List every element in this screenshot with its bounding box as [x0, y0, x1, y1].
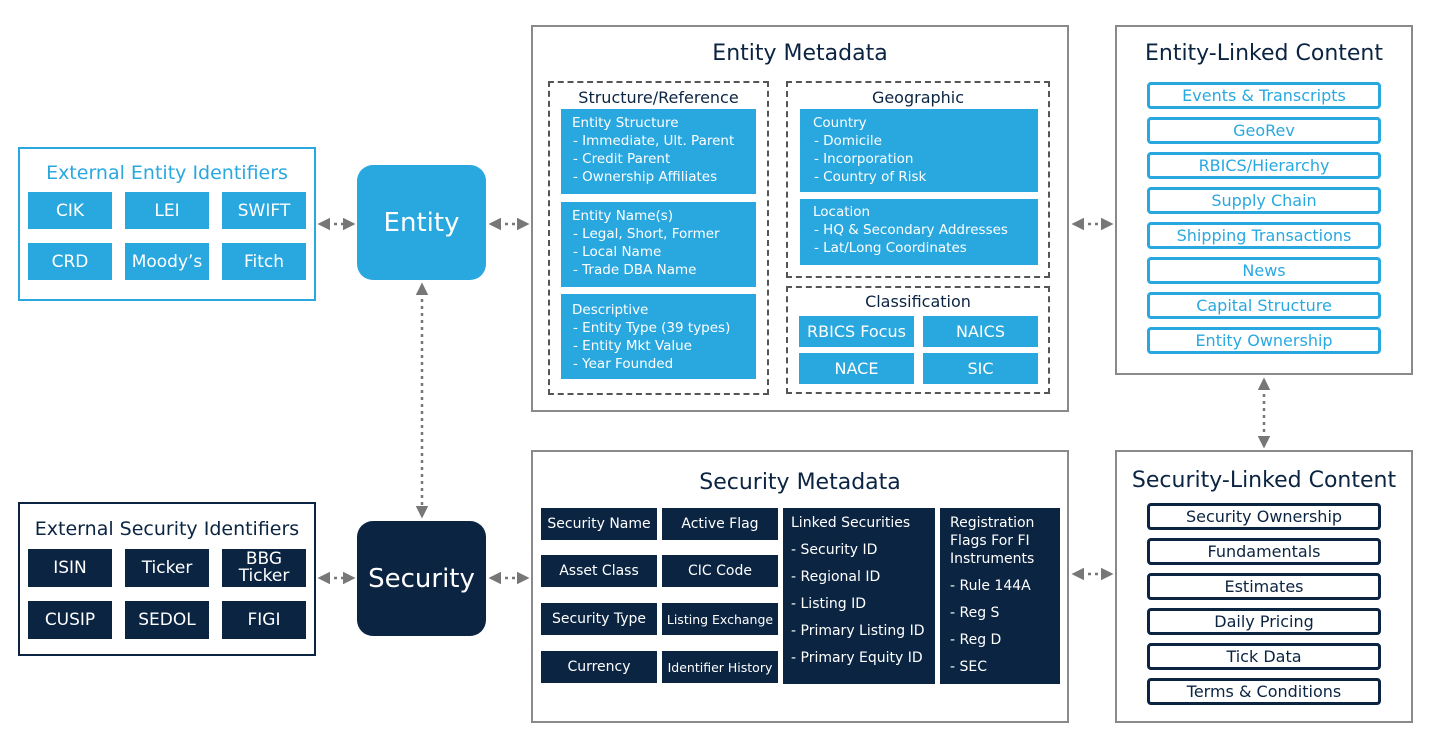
security-metadata-title: Security Metadata: [699, 470, 901, 495]
descriptive-line: - Entity Mkt Value: [573, 338, 692, 354]
descriptive-line: - Year Founded: [573, 356, 674, 372]
entity-linked-item: Events & Transcripts: [1147, 82, 1381, 109]
registration-flags-line: - Reg S: [950, 605, 1000, 621]
registration-flags-line: - Rule 144A: [950, 578, 1031, 594]
location-block: Location - HQ & Secondary Addresses - La…: [800, 199, 1038, 265]
entity-id-cik: CIK: [28, 192, 112, 229]
entity-linked-item: News: [1147, 257, 1381, 284]
currency-cell: Currency: [541, 651, 657, 683]
entity-structure-block: Entity Structure - Immediate, Ult. Paren…: [561, 109, 756, 194]
linked-securities-line: - Primary Listing ID: [791, 623, 925, 639]
registration-flags-heading: Registration Flags For FI Instruments: [950, 515, 1035, 567]
classification-naics: NAICS: [923, 316, 1038, 347]
descriptive-heading: Descriptive: [572, 302, 649, 318]
listing-exchange-cell: Listing Exchange: [662, 603, 778, 635]
security-id-bbg-ticker: BBG Ticker: [222, 549, 306, 587]
active-flag-cell: Active Flag: [662, 508, 778, 540]
descriptive-block: Descriptive - Entity Type (39 types) - E…: [561, 294, 756, 379]
entity-structure-line: - Credit Parent: [573, 151, 671, 167]
security-linked-item: Security Ownership: [1147, 503, 1381, 530]
classification-sic: SIC: [923, 353, 1038, 384]
entity-linked-item: Capital Structure: [1147, 292, 1381, 319]
entity-linked-item: RBICS/Hierarchy: [1147, 152, 1381, 179]
classification-nace: NACE: [799, 353, 914, 384]
entity-linked-item: Entity Ownership: [1147, 327, 1381, 354]
linked-securities-block: Linked Securities - Security ID - Region…: [783, 508, 935, 684]
security-id-figi: FIGI: [222, 601, 306, 639]
location-heading: Location: [813, 204, 871, 220]
entity-id-fitch: Fitch: [222, 243, 306, 280]
entity-structure-line: - Immediate, Ult. Parent: [573, 133, 735, 149]
entity-metadata-title: Entity Metadata: [712, 41, 888, 66]
entity-id-swift: SWIFT: [222, 192, 306, 229]
security-linked-item: Daily Pricing: [1147, 608, 1381, 635]
entity-id-crd: CRD: [28, 243, 112, 280]
registration-flags-line: - SEC: [950, 659, 988, 675]
security-name-cell: Security Name: [541, 508, 657, 540]
entity-structure-line: - Ownership Affiliates: [573, 169, 718, 185]
linked-securities-line: - Listing ID: [791, 596, 866, 612]
country-line: - Incorporation: [814, 151, 914, 167]
security-id-sedol: SEDOL: [125, 601, 209, 639]
country-block: Country - Domicile - Incorporation - Cou…: [800, 109, 1038, 192]
entity-names-heading: Entity Name(s): [572, 208, 674, 224]
entity-linked-item: Supply Chain: [1147, 187, 1381, 214]
external-security-identifiers-title: External Security Identifiers: [34, 518, 300, 540]
entity-linked-content-title: Entity-Linked Content: [1144, 41, 1384, 66]
security-linked-item: Tick Data: [1147, 643, 1381, 670]
entity-linked-item: Shipping Transactions: [1147, 222, 1381, 249]
linked-securities-heading: Linked Securities: [791, 515, 911, 531]
entity-names-line: - Trade DBA Name: [573, 262, 697, 278]
country-line: - Domicile: [814, 133, 882, 149]
entity-id-moodys: Moody’s: [125, 243, 209, 280]
entity-structure-heading: Entity Structure: [572, 115, 679, 131]
location-line: - HQ & Secondary Addresses: [814, 222, 1008, 238]
classification-title: Classification: [865, 292, 971, 311]
security-id-isin: ISIN: [28, 549, 112, 587]
security-linked-item: Estimates: [1147, 573, 1381, 600]
security-id-cusip: CUSIP: [28, 601, 112, 639]
geographic-title: Geographic: [871, 88, 965, 107]
descriptive-line: - Entity Type (39 types): [573, 320, 731, 336]
asset-class-cell: Asset Class: [541, 555, 657, 587]
security-node: Security: [357, 521, 486, 636]
country-heading: Country: [813, 115, 867, 131]
entity-node: Entity: [357, 165, 486, 280]
security-id-ticker: Ticker: [125, 549, 209, 587]
security-linked-content-title: Security-Linked Content: [1131, 468, 1397, 493]
registration-flags-line: - Reg D: [950, 632, 1002, 648]
entity-names-line: - Local Name: [573, 244, 662, 260]
classification-rbics-focus: RBICS Focus: [799, 316, 914, 347]
security-linked-item: Terms & Conditions: [1147, 678, 1381, 705]
entity-names-line: - Legal, Short, Former: [573, 226, 720, 242]
security-linked-item: Fundamentals: [1147, 538, 1381, 565]
linked-securities-line: - Regional ID: [791, 569, 881, 585]
linked-securities-line: - Primary Equity ID: [791, 650, 923, 666]
structure-reference-title: Structure/Reference: [578, 88, 739, 107]
location-line: - Lat/Long Coordinates: [814, 240, 967, 256]
cic-code-cell: CIC Code: [662, 555, 778, 587]
entity-linked-item: GeoRev: [1147, 117, 1381, 144]
identifier-history-cell: Identifier History: [662, 651, 778, 683]
entity-id-lei: LEI: [125, 192, 209, 229]
country-line: - Country of Risk: [814, 169, 927, 185]
linked-securities-line: - Security ID: [791, 542, 878, 558]
external-entity-identifiers-title: External Entity Identifiers: [46, 162, 288, 184]
security-type-cell: Security Type: [541, 603, 657, 635]
registration-flags-block: Registration Flags For FI Instruments - …: [940, 508, 1060, 684]
entity-names-block: Entity Name(s) - Legal, Short, Former - …: [561, 202, 756, 287]
